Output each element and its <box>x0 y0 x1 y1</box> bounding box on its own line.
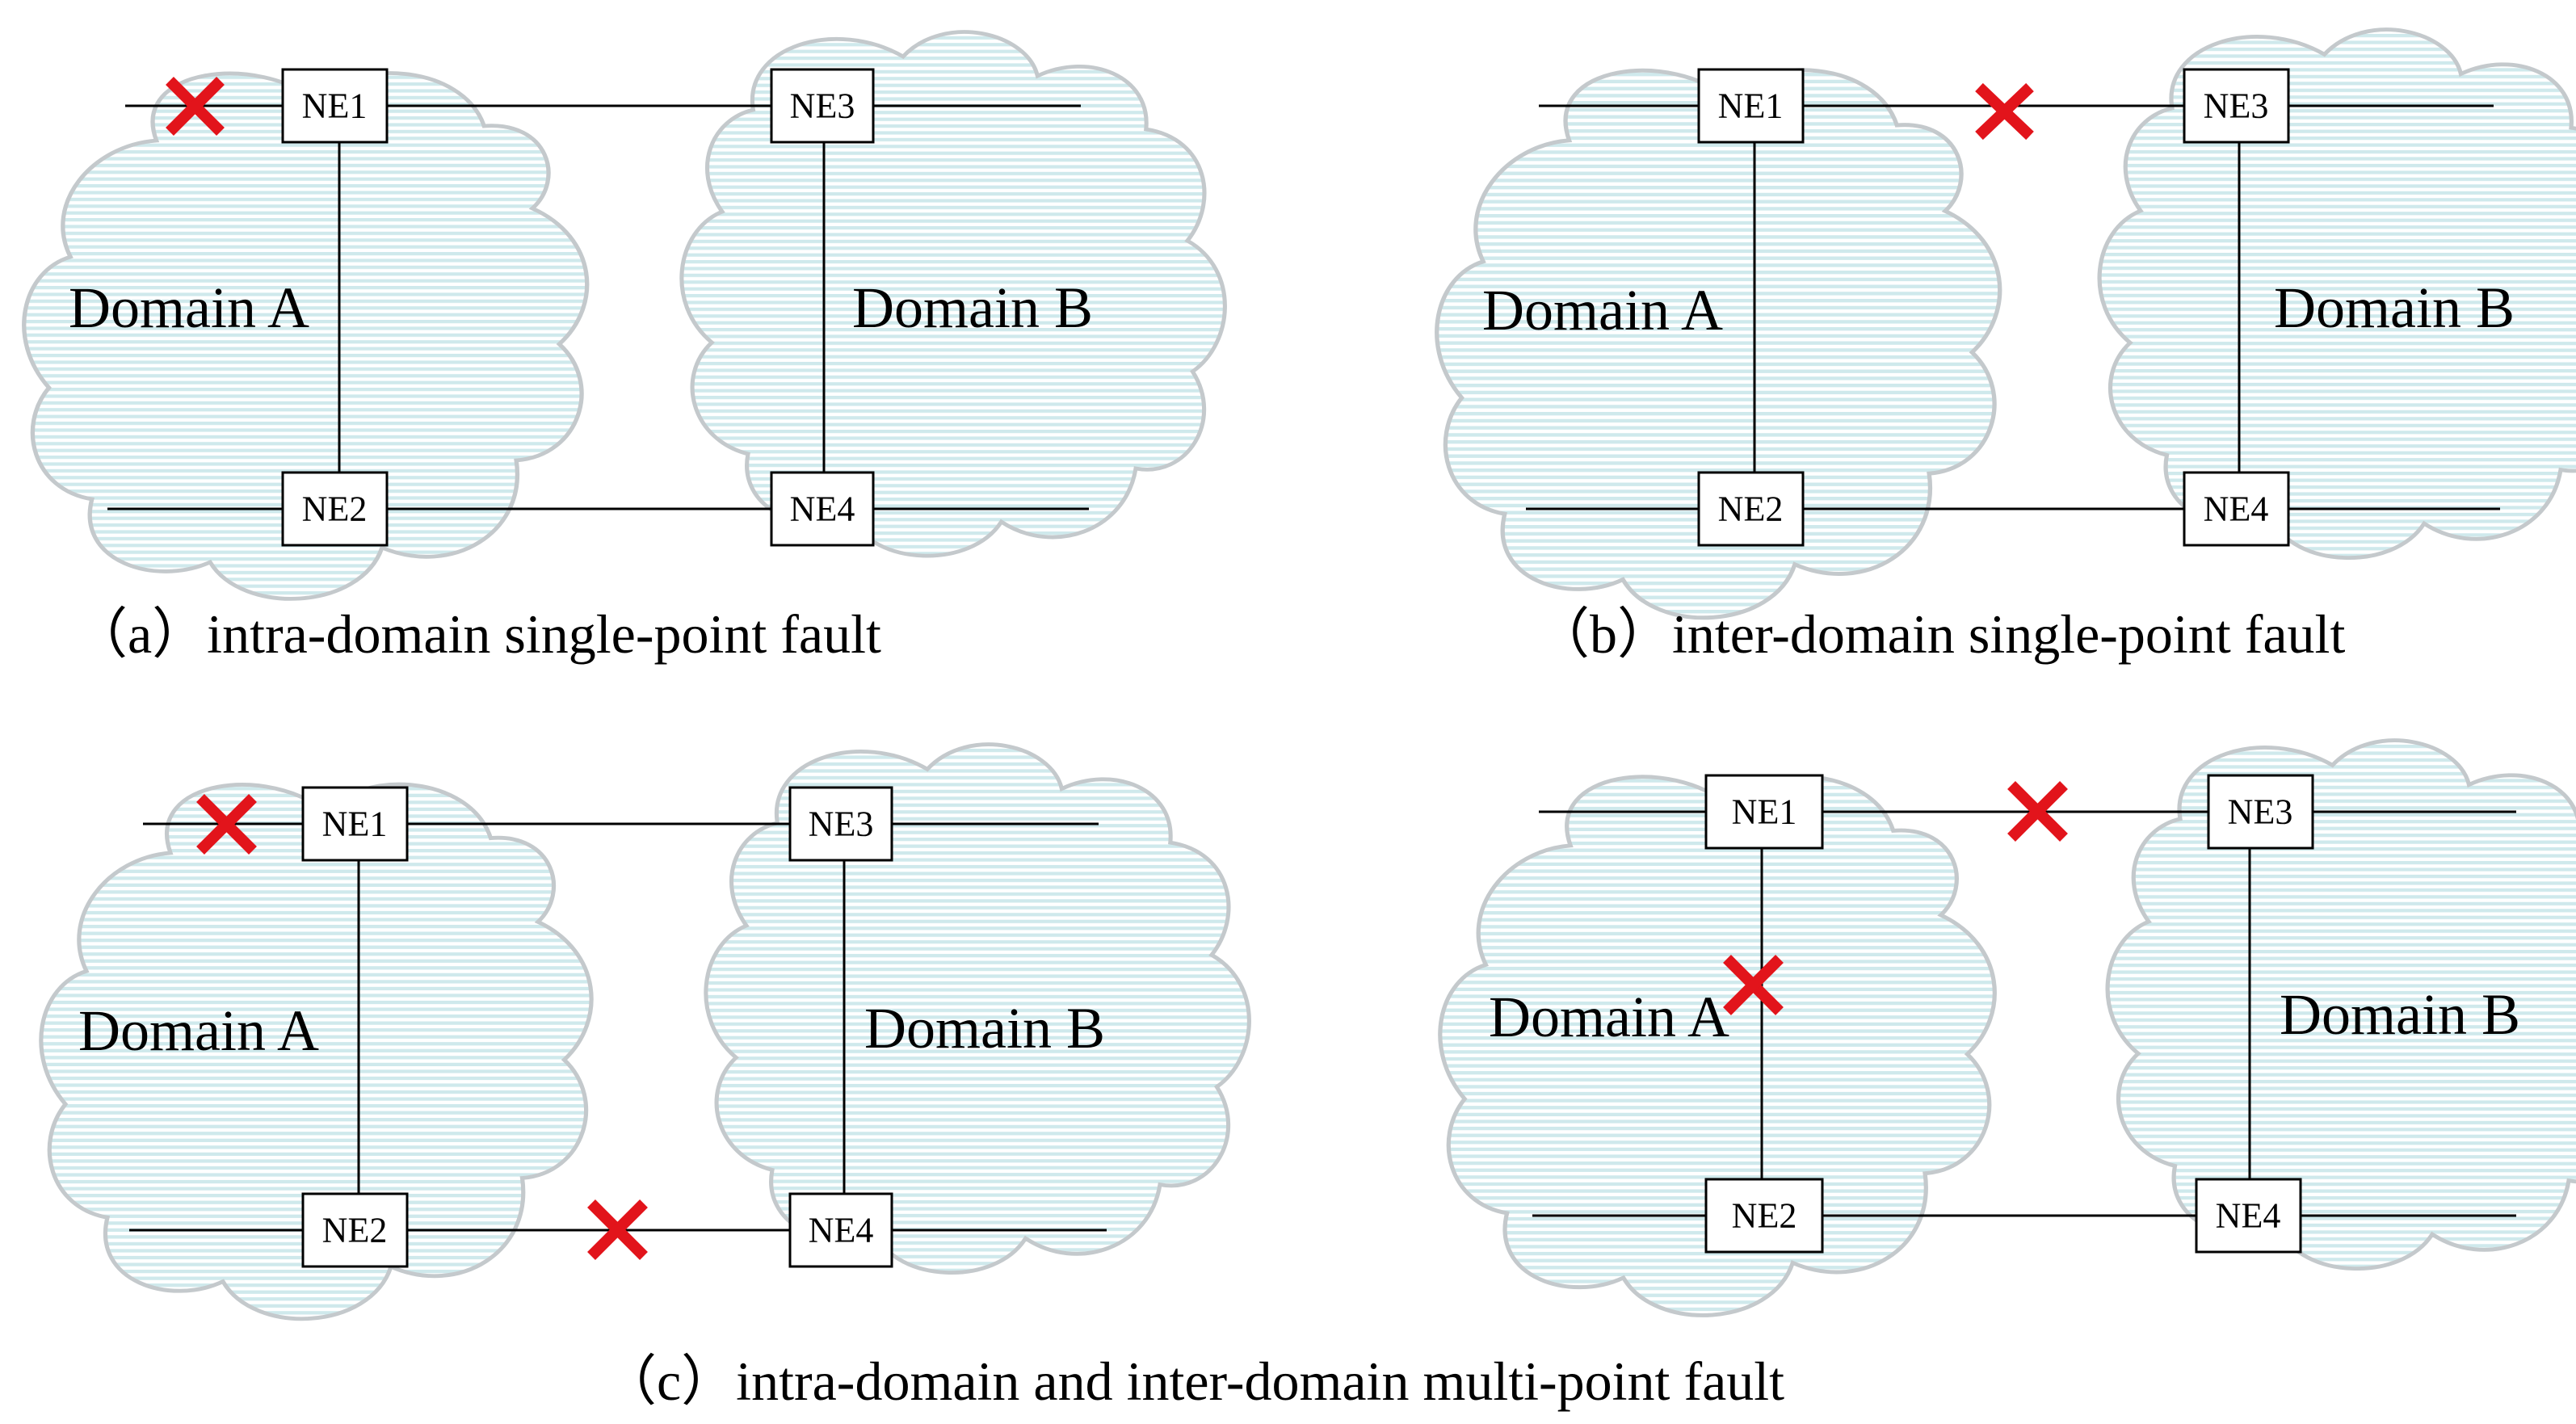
ne1-box <box>1697 68 1805 144</box>
ne4-box <box>2195 1178 2302 1254</box>
ne4-box <box>788 1192 893 1268</box>
ne1-box <box>281 68 389 144</box>
ne3-box <box>2183 68 2290 144</box>
ne1-box <box>301 786 409 862</box>
domain-b-label: Domain B <box>2280 982 2520 1047</box>
fault-x-icon <box>1975 82 2034 141</box>
panel-a: NE1 NE2 NE3 NE4 Domain A Domain B （a）int… <box>24 32 1225 665</box>
caption-b: （b）inter-domain single-point fault <box>1535 603 2345 665</box>
ne4-label: NE4 <box>2216 1196 2281 1236</box>
panel-c: NE1 NE2 NE3 NE4 Domain A Domain B <box>41 745 1250 1319</box>
fault-x-icon <box>587 1199 648 1260</box>
ne4-box <box>770 471 875 547</box>
domain-b-label: Domain B <box>852 275 1093 340</box>
ne1-label: NE1 <box>302 86 368 126</box>
ne4-box <box>2183 471 2290 547</box>
domain-b-label: Domain B <box>864 996 1105 1061</box>
ne1-label: NE1 <box>1718 86 1784 126</box>
ne2-box <box>301 1192 409 1268</box>
ne3-label: NE3 <box>2228 792 2293 832</box>
ne3-box <box>788 786 893 862</box>
ne1-box <box>1704 774 1824 850</box>
ne1-label: NE1 <box>322 804 388 844</box>
ne2-label: NE2 <box>1718 489 1784 529</box>
fault-x-icon <box>196 794 257 855</box>
ne2-label: NE2 <box>322 1211 388 1250</box>
fault-x-icon <box>2007 781 2068 842</box>
ne4-label: NE4 <box>2204 489 2269 529</box>
ne3-label: NE3 <box>2204 86 2269 126</box>
ne2-box <box>281 471 389 547</box>
domain-a-label: Domain A <box>1482 278 1723 342</box>
ne4-label: NE4 <box>790 489 855 529</box>
caption-c: （c）intra-domain and inter-domain multi-p… <box>602 1350 1784 1412</box>
domain-b-label: Domain B <box>2274 275 2515 340</box>
ne4-label: NE4 <box>809 1211 874 1250</box>
ne1-label: NE1 <box>1732 792 1797 832</box>
fault-x-icon <box>166 77 225 136</box>
caption-a: （a）intra-domain single-point fault <box>73 603 881 665</box>
ne3-label: NE3 <box>790 86 855 126</box>
ne2-label: NE2 <box>1732 1196 1797 1236</box>
panel-b: NE1 NE2 NE3 NE4 Domain A Domain B （b）int… <box>1437 30 2576 665</box>
ne2-box <box>1697 471 1805 547</box>
ne3-box <box>770 68 875 144</box>
ne3-label: NE3 <box>809 804 874 844</box>
fault-x-icon <box>1723 955 1784 1015</box>
panel-d: NE1 NE2 NE3 NE4 Domain A Domain B <box>1440 741 2576 1316</box>
domain-a-label: Domain A <box>78 998 319 1063</box>
domain-a-label: Domain A <box>1489 985 1729 1049</box>
ne2-box <box>1704 1178 1824 1254</box>
ne2-label: NE2 <box>302 489 368 529</box>
domain-a-label: Domain A <box>69 275 309 340</box>
ne3-box <box>2207 774 2314 850</box>
